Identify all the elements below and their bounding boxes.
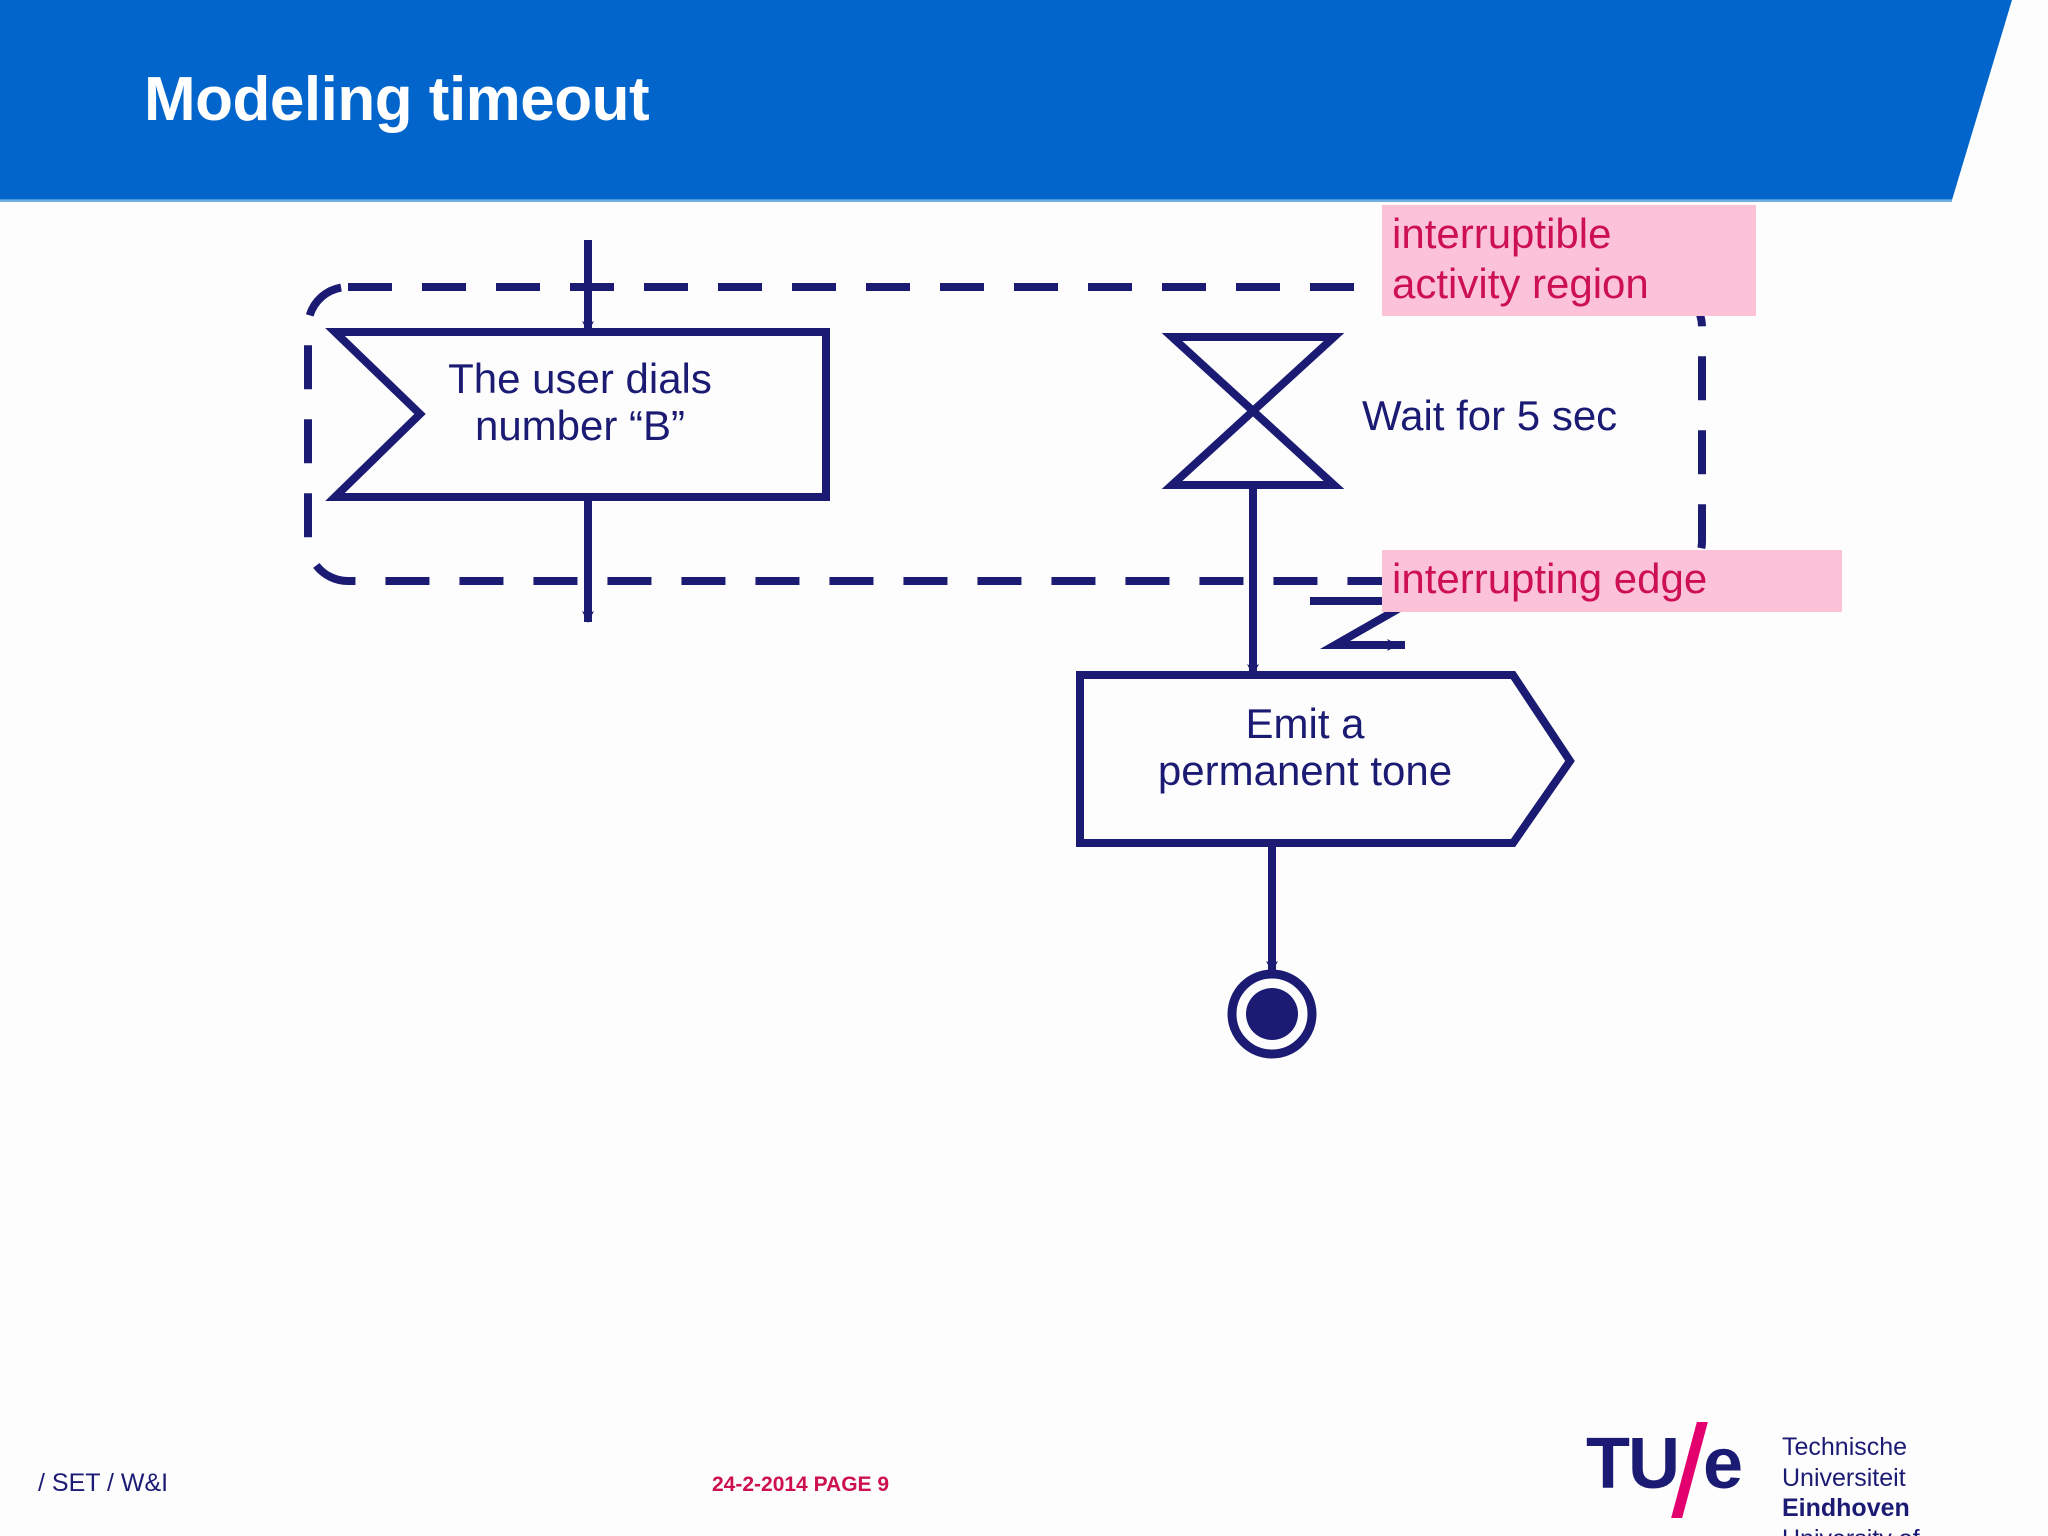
final-node-inner-dot	[1246, 988, 1298, 1040]
node-label-send-signal-line1: Emit a	[1245, 700, 1365, 747]
footer-department: / SET / W&I	[38, 1469, 169, 1497]
node-timer-event	[1161, 333, 1345, 417]
tue-logo-e-text: e	[1703, 1424, 1744, 1504]
tue-logo-line1: Technische Universiteit	[1782, 1433, 1908, 1492]
header-banner	[0, 0, 2012, 200]
final-node-outer-ring	[1227, 969, 1317, 1059]
annotation-interrupting-edge: interrupting edge	[1382, 550, 1842, 612]
interruptible-region-boundary	[304, 283, 1706, 585]
node-label-receive-signal-line2: number “B”	[474, 402, 686, 450]
page-title: Modeling timeout	[144, 65, 650, 134]
node-send-signal	[1076, 671, 1575, 847]
footer-date-page: 24-2-2014 PAGE 9	[712, 1473, 890, 1496]
tue-logo-tu-text: TU	[1586, 1424, 1680, 1504]
tue-logo-wordmark: Technische Universiteit Eindhoven Univer…	[1782, 1432, 2026, 1536]
node-label-receive-signal-line1: The user dials	[448, 355, 712, 402]
tue-logo-mark: TU e	[1586, 1422, 1766, 1518]
node-timer-event-lower	[1161, 405, 1345, 489]
annotation-edge-line1: interrupting edge	[1392, 555, 1708, 602]
node-label-timer-event: Wait for 5 sec	[1362, 392, 1618, 439]
node-receive-signal	[325, 328, 830, 501]
tue-logo: TU e Technische Universiteit Eindhoven U…	[1586, 1422, 2026, 1536]
annotation-region-line1: interruptible	[1392, 210, 1612, 257]
tue-logo-line3: University of Technology	[1782, 1524, 2026, 1536]
node-label-send-signal-line2: permanent tone	[1157, 747, 1453, 795]
header-underline-rule	[0, 199, 1952, 202]
tue-logo-line2: Eindhoven	[1782, 1494, 1910, 1522]
annotation-region-line2: activity region	[1392, 259, 1649, 307]
